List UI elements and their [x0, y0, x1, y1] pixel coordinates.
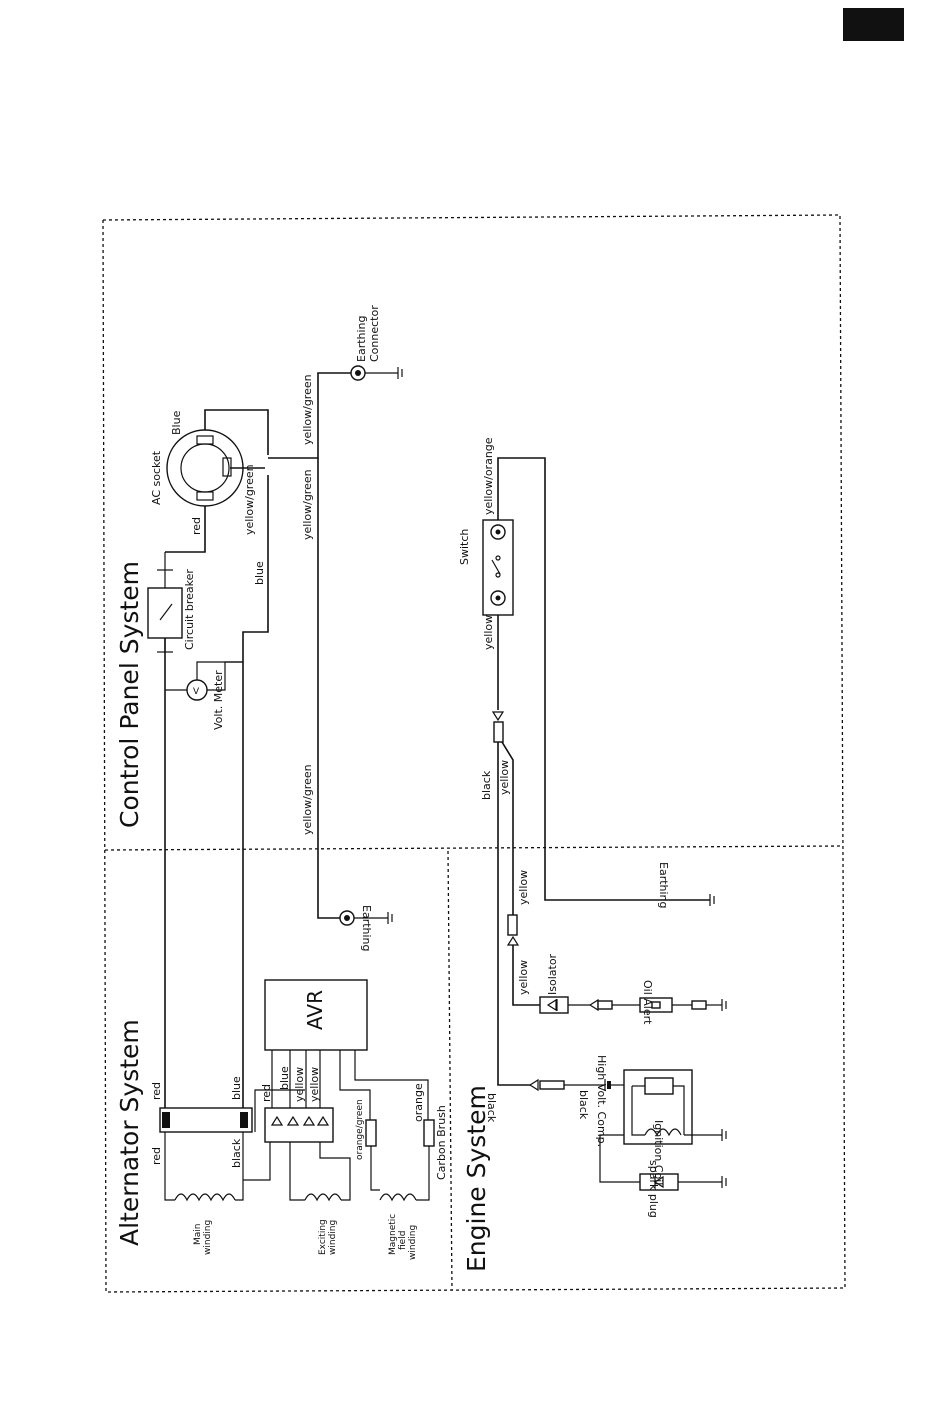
title-engine: Engine System [462, 1085, 491, 1272]
label-magnetic-winding-1: Magnetic [388, 1214, 398, 1255]
label-yellow-green-socket: yellow/green [243, 464, 256, 535]
label-magnetic-winding-3: winding [408, 1225, 418, 1260]
label-yellow-orange: yellow/orange [482, 437, 495, 515]
label-carbon-brush: Carbon Brush [435, 1105, 448, 1180]
label-main-winding-1: Main [193, 1224, 203, 1246]
label-switch: Switch [458, 529, 471, 565]
label-ac-socket: AC socket [150, 450, 163, 505]
label-earthing-right: Earthing [657, 862, 670, 909]
label-red-socket: red [190, 517, 203, 535]
label-exciting-winding-2: winding [328, 1220, 338, 1255]
alternator-wiring [159, 979, 435, 1202]
page-corner-tab [843, 8, 904, 41]
label-red-alt-1: red [150, 1082, 163, 1100]
label-yellow-green-low: yellow/green [301, 764, 314, 835]
exciting-winding-coil [304, 1193, 342, 1202]
section-frames [102, 214, 846, 1293]
label-yellow-green-mid: yellow/green [301, 469, 314, 540]
label-black-hv: black [577, 1090, 590, 1120]
ac-socket [166, 429, 244, 507]
label-blue-alt: blue [230, 1076, 243, 1100]
label-yellow-green-top: yellow/green [301, 374, 314, 445]
label-red-avr: red [260, 1084, 273, 1102]
engine-wiring [482, 457, 727, 1191]
label-yellow-engine-2: yellow [517, 870, 530, 905]
ignition-coil [644, 1128, 682, 1137]
volt-meter-v: V [193, 687, 200, 697]
label-orange: orange [412, 1083, 425, 1122]
label-earthing-left: Earthing [360, 905, 373, 952]
label-circuit-breaker: Circuit breaker [183, 569, 196, 650]
label-oil-alert: Oil Alert [641, 980, 654, 1025]
label-yellow-avr-1: yellow [293, 1067, 306, 1102]
title-control-panel: Control Panel System [115, 561, 144, 828]
label-yellow-avr-2: yellow [308, 1067, 321, 1102]
avr-box [264, 979, 368, 1051]
label-avr: AVR [303, 990, 327, 1030]
label-earthing-connector-1: Earthing [355, 315, 368, 362]
label-spark-plug: spark plug [647, 1160, 660, 1218]
label-black-engine: black [480, 770, 493, 800]
label-black-hv-2: black [485, 1093, 498, 1123]
isolator [539, 996, 569, 1014]
title-alternator: Alternator System [115, 1019, 144, 1246]
label-blue-socket: Blue [170, 410, 183, 435]
label-red-alt-2: red [150, 1147, 163, 1165]
label-black-alt: black [230, 1138, 243, 1168]
label-high-volt-comp: High Volt. Comp. [595, 1055, 608, 1147]
label-main-winding-2: winding [203, 1220, 213, 1255]
label-yellow-engine-1: yellow [498, 760, 511, 795]
label-blue-main: blue [253, 561, 266, 585]
label-ignition-coil: Ignition Coil [652, 1120, 665, 1185]
main-winding-coil [174, 1193, 236, 1202]
label-blue-avr: blue [278, 1066, 291, 1090]
label-exciting-winding-1: Exciting [318, 1219, 328, 1255]
label-volt-meter: Volt. Meter [212, 670, 225, 730]
magnetic-winding-coil [379, 1193, 417, 1202]
label-isolator: Isolator [546, 953, 559, 995]
label-earthing-connector-2: Connector [368, 305, 381, 362]
label-yellow-engine-3: yellow [517, 960, 530, 995]
label-orange-green: orange/green [355, 1099, 365, 1160]
label-magnetic-winding-2: field [398, 1231, 408, 1250]
control-panel-wiring: V [147, 365, 403, 1120]
label-yellow-switch: yellow [482, 615, 495, 650]
